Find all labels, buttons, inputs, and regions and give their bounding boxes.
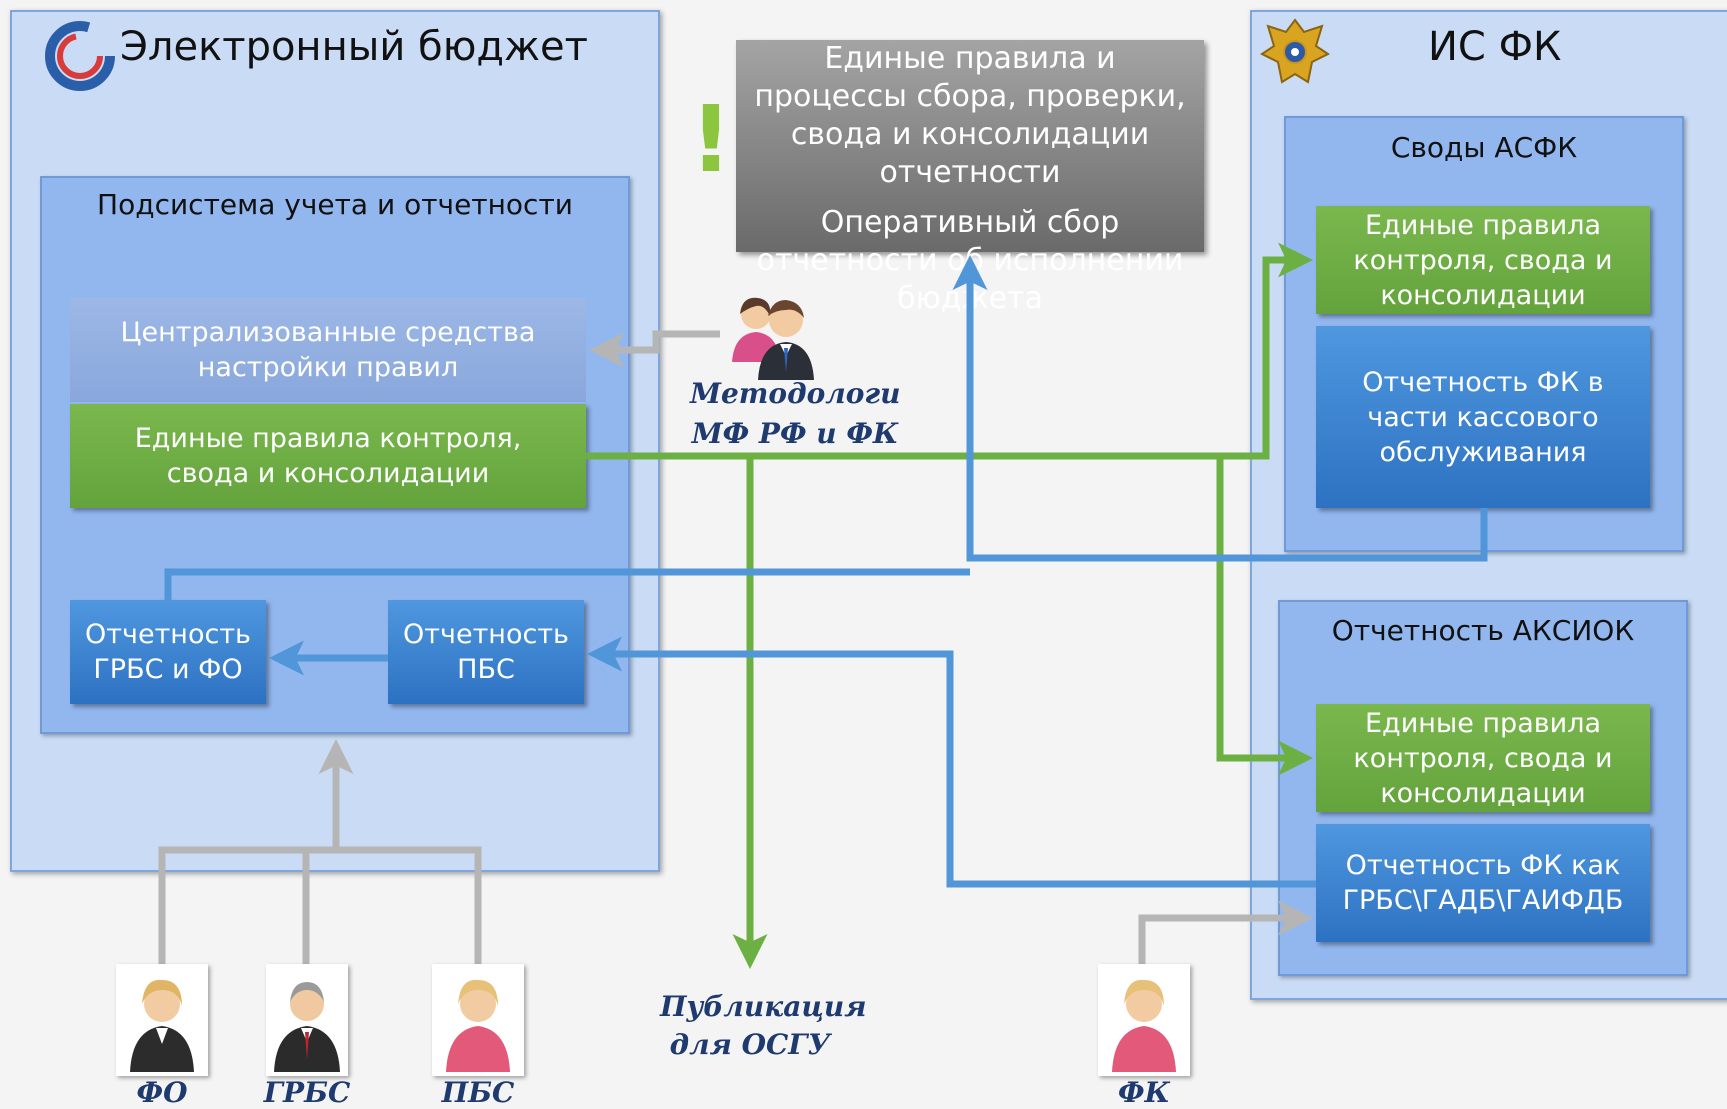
green-flow-lines	[586, 242, 1313, 969]
report-grbs-fo-box: Отчетность ГРБС и ФО	[70, 600, 266, 704]
report-pbs-box: Отчетность ПБС	[388, 600, 584, 704]
blue-line-grbs-to-center	[164, 568, 970, 600]
pbs-label: ПБС	[441, 1076, 515, 1109]
gray-line-people-to-subsystem	[158, 846, 482, 964]
electronic-budget-title: Электронный бюджет	[120, 24, 588, 70]
gray-line-fk-to-aksiok	[1138, 900, 1313, 964]
grbs-person-icon	[266, 964, 348, 1076]
green-line-to-aksiok	[1216, 456, 1313, 776]
publication-label: Публикация для ОСГУ	[660, 990, 867, 1061]
blue-flow-lines	[164, 255, 1488, 888]
blue-line-asfk-to-center	[952, 255, 1488, 562]
aksiok-rules-box: Единые правила контроля, свода и консоли…	[1316, 704, 1650, 812]
green-line-to-asfk	[586, 242, 1313, 460]
electronic-budget-logo-icon	[44, 20, 116, 92]
is-fk-title: ИС ФК	[1428, 24, 1562, 70]
fk-person-icon	[1098, 964, 1190, 1076]
exclamation-icon: !	[690, 86, 732, 193]
asfk-report-box: Отчетность ФК в части кассового обслужив…	[1316, 326, 1650, 508]
grbs-label: ГРБС	[263, 1076, 351, 1109]
gray-flow-lines	[158, 330, 1313, 964]
unified-processes-text: Единые правила и процессы сбора, проверк…	[754, 41, 1186, 190]
subsystem-title: Подсистема учета и отчетности	[97, 188, 573, 221]
aksiok-title: Отчетность АКСИОК	[1331, 614, 1635, 647]
eagle-emblem-icon	[1256, 12, 1334, 94]
methodologists-icon	[724, 292, 824, 382]
unified-rules-box-left: Единые правила контроля, свода и консоли…	[70, 404, 586, 508]
asfk-title: Своды АСФК	[1390, 131, 1578, 164]
methodologists-label: Методологи МФ РФ и ФК	[690, 377, 901, 450]
aksiok-report-box: Отчетность ФК как ГРБС\ГАДБ\ГАИФДБ	[1316, 824, 1650, 942]
gray-line-methodologists-to-tools	[589, 330, 720, 368]
fo-person-icon	[116, 964, 208, 1076]
fo-label: ФО	[136, 1076, 188, 1109]
asfk-rules-box: Единые правила контроля, свода и консоли…	[1316, 206, 1650, 314]
pbs-person-icon	[432, 964, 524, 1076]
blue-line-aksiok-to-pbs	[587, 636, 1316, 888]
fk-label: ФК	[1117, 1076, 1171, 1109]
central-tools-box: Централизованные средства настройки прав…	[70, 298, 586, 402]
